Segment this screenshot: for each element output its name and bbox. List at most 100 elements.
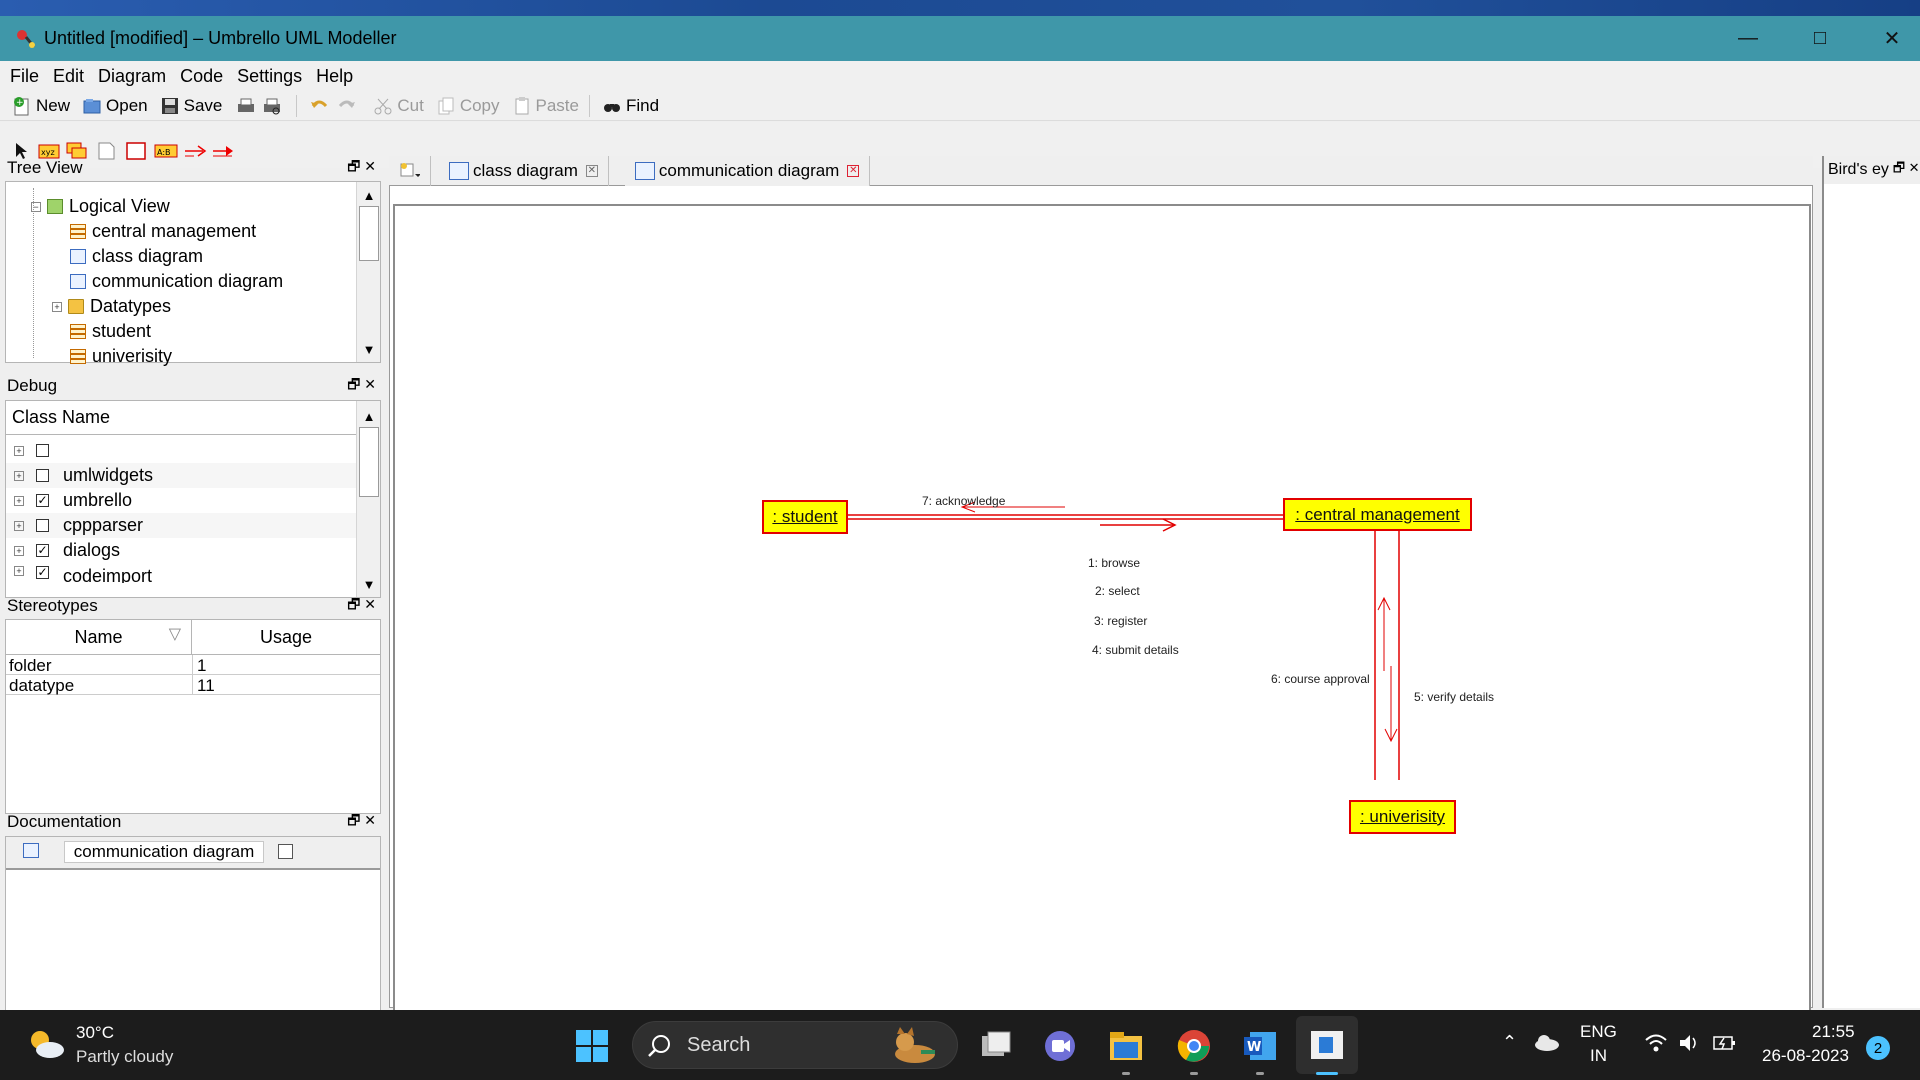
expand-icon[interactable]: + xyxy=(52,301,62,312)
tab-close-icon[interactable]: ✕ xyxy=(585,164,598,177)
object-central-management[interactable]: : central management xyxy=(1283,498,1472,531)
checkbox[interactable] xyxy=(36,444,49,457)
teams-chat-icon[interactable] xyxy=(1042,1028,1078,1064)
clock-time[interactable]: 21:55 xyxy=(1812,1022,1855,1041)
stereotypes-usage-header[interactable]: Usage xyxy=(192,620,380,655)
tree-item-datatypes[interactable]: + Datatypes xyxy=(52,294,171,319)
tab-communication-diagram[interactable]: communication diagram ✕ xyxy=(624,155,871,186)
checkbox-checked[interactable]: ✓ xyxy=(36,565,49,579)
close-button[interactable]: ✕ xyxy=(1883,28,1901,50)
message-course-approval[interactable]: 6: course approval xyxy=(1271,672,1370,686)
checkbox-checked[interactable]: ✓ xyxy=(36,543,49,557)
text-line-tool-icon[interactable]: A:B xyxy=(154,142,178,160)
collapse-icon[interactable]: − xyxy=(31,201,41,212)
tree-item-logical-view[interactable]: − Logical View xyxy=(31,194,170,219)
documentation-name-field[interactable]: communication diagram xyxy=(64,841,264,863)
windows-start-icon[interactable] xyxy=(574,1028,610,1064)
scroll-down-arrow-icon[interactable]: ▼ xyxy=(362,576,376,592)
menu-edit[interactable]: Edit xyxy=(53,65,85,86)
weather-temperature[interactable]: 30°C xyxy=(76,1023,114,1042)
maximize-button[interactable]: □ xyxy=(1813,27,1827,49)
debug-row[interactable]: +✓codeimport xyxy=(6,563,358,583)
debug-column-header[interactable]: Class Name xyxy=(6,401,356,435)
message-verify-details[interactable]: 5: verify details xyxy=(1414,690,1495,704)
expand-icon[interactable]: + xyxy=(14,495,24,506)
scroll-up-arrow-icon[interactable]: ▲ xyxy=(362,408,376,424)
debug-row[interactable]: +umlwidgets xyxy=(6,463,358,488)
tree-item-central-management[interactable]: central management xyxy=(70,219,256,244)
tree-scrollbar[interactable]: ▲ ▼ xyxy=(356,182,380,362)
expand-icon[interactable]: + xyxy=(14,445,24,456)
dock-float-close-buttons[interactable]: 🗗 ✕ xyxy=(347,596,376,612)
menu-help[interactable]: Help xyxy=(316,65,354,86)
copy-button[interactable]: Copy xyxy=(436,96,500,116)
debug-row[interactable]: +cppparser xyxy=(6,513,358,538)
diagram-canvas[interactable]: : student : central management : univeri… xyxy=(393,204,1811,1010)
multi-object-tool-icon[interactable] xyxy=(66,142,87,160)
expand-icon[interactable]: + xyxy=(14,520,24,531)
menu-diagram[interactable]: Diagram xyxy=(98,65,167,86)
message-sync-tool-icon[interactable] xyxy=(184,142,207,160)
scroll-up-arrow-icon[interactable]: ▲ xyxy=(362,187,376,203)
save-button[interactable]: Save xyxy=(160,96,222,116)
note-tool-icon[interactable] xyxy=(96,142,116,160)
notification-badge[interactable]: 2 xyxy=(1866,1036,1890,1060)
minimize-button[interactable]: — xyxy=(1738,27,1758,49)
weather-description[interactable]: Partly cloudy xyxy=(76,1047,174,1066)
debug-row[interactable]: + xyxy=(6,438,358,463)
dock-float-close-buttons[interactable]: 🗗 ✕ xyxy=(347,376,376,392)
expand-icon[interactable]: + xyxy=(14,470,24,481)
box-tool-icon[interactable] xyxy=(126,142,146,160)
tree-item-univerisity[interactable]: univerisity xyxy=(70,344,172,369)
debug-row[interactable]: +✓umbrello xyxy=(6,488,358,513)
stereotype-row[interactable]: datatype 11 xyxy=(6,675,380,695)
find-button[interactable]: Find xyxy=(602,96,659,116)
expand-icon[interactable]: + xyxy=(14,545,24,556)
taskbar-search-box[interactable]: Search xyxy=(632,1021,958,1069)
weather-partly-cloudy-icon[interactable] xyxy=(26,1028,66,1060)
language-indicator-top[interactable]: ENG xyxy=(1580,1022,1617,1041)
volume-icon[interactable] xyxy=(1678,1032,1702,1059)
onedrive-cloud-icon[interactable] xyxy=(1532,1032,1560,1057)
battery-charging-icon[interactable] xyxy=(1712,1032,1738,1059)
message-acknowledge[interactable]: 7: acknowledge xyxy=(922,494,1006,508)
object-tool-icon[interactable]: xyz xyxy=(38,142,60,160)
new-button[interactable]: + New xyxy=(12,96,70,116)
expand-icon[interactable]: + xyxy=(14,566,24,576)
show-hidden-icons-chevron-icon[interactable]: ⌃ xyxy=(1502,1032,1518,1052)
dock-float-close-buttons[interactable]: 🗗 ✕ xyxy=(347,812,376,828)
message-submit-details[interactable]: 4: submit details xyxy=(1092,643,1179,657)
documentation-checkbox[interactable] xyxy=(278,844,293,859)
language-indicator-bottom[interactable]: IN xyxy=(1590,1046,1607,1065)
object-student[interactable]: : student xyxy=(762,500,848,534)
task-view-icon[interactable] xyxy=(978,1028,1014,1064)
tab-close-icon[interactable]: ✕ xyxy=(847,164,860,177)
select-arrow-tool-icon[interactable] xyxy=(12,142,32,160)
chrome-icon[interactable] xyxy=(1176,1028,1212,1064)
wifi-icon[interactable] xyxy=(1644,1032,1668,1059)
paste-button[interactable]: Paste xyxy=(512,96,579,116)
scroll-thumb[interactable] xyxy=(359,206,379,261)
print-preview-button[interactable] xyxy=(262,96,286,116)
scroll-down-arrow-icon[interactable]: ▼ xyxy=(362,341,376,357)
checkbox[interactable] xyxy=(36,519,49,532)
menu-code[interactable]: Code xyxy=(180,65,224,86)
object-univerisity[interactable]: : univerisity xyxy=(1349,800,1456,834)
file-explorer-icon[interactable] xyxy=(1108,1028,1144,1064)
clock-date[interactable]: 26-08-2023 xyxy=(1762,1046,1849,1065)
checkbox[interactable] xyxy=(36,469,49,482)
debug-scrollbar[interactable]: ▲ ▼ xyxy=(356,401,380,597)
message-browse[interactable]: 1: browse xyxy=(1088,556,1141,570)
message-register[interactable]: 3: register xyxy=(1094,614,1148,628)
new-diagram-tab-button[interactable] xyxy=(389,155,431,186)
stereotype-row[interactable]: folder 1 xyxy=(6,655,380,675)
stereotypes-name-header[interactable]: Name ▽ xyxy=(6,620,192,655)
debug-row[interactable]: +✓dialogs xyxy=(6,538,358,563)
message-async-tool-icon[interactable] xyxy=(212,142,233,160)
tab-class-diagram[interactable]: class diagram ✕ xyxy=(439,155,609,186)
cut-button[interactable]: Cut xyxy=(373,96,424,116)
dock-float-close-buttons[interactable]: 🗗 ✕ xyxy=(1892,160,1920,175)
word-icon[interactable]: W xyxy=(1242,1028,1278,1064)
menu-file[interactable]: File xyxy=(10,65,40,86)
active-app-button[interactable] xyxy=(1296,1016,1358,1074)
